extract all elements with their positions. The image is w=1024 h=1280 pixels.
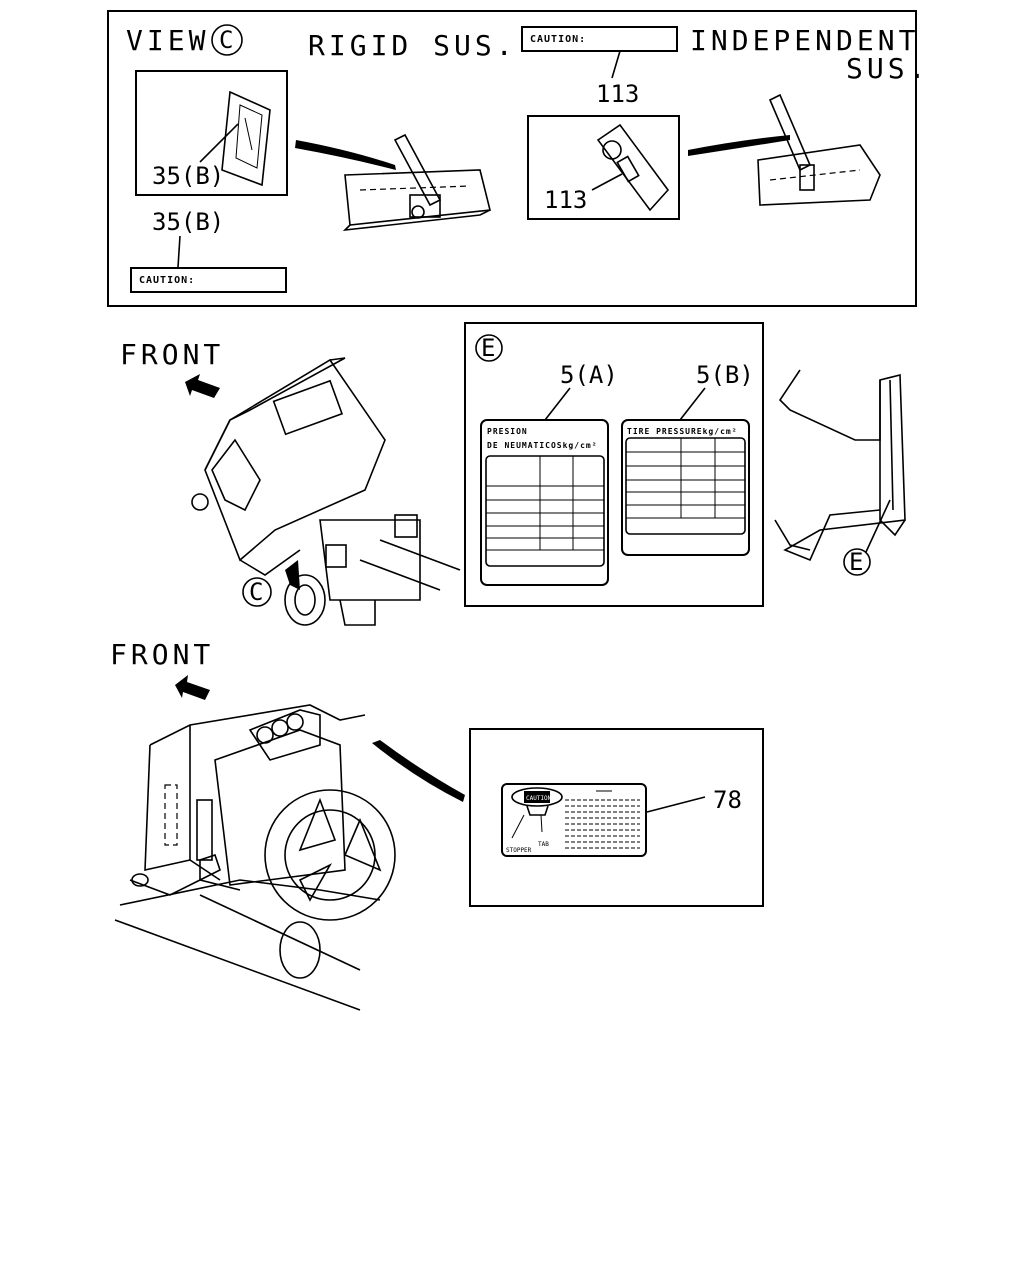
leader-35b-inset — [199, 123, 239, 163]
plate-5a-line1: PRESION — [487, 427, 528, 436]
view-c-pointer-circle — [242, 577, 272, 607]
truck-view: FRONT C — [120, 338, 461, 626]
rigid-sus-label: RIGID SUS. — [308, 29, 517, 62]
leader-113-inset — [591, 173, 623, 191]
view-e-marker-circle — [475, 334, 503, 362]
front-label-radiator: FRONT — [110, 638, 214, 671]
zoom-wedge-right — [688, 135, 790, 156]
plate-5a-grid — [485, 455, 605, 567]
zoom-wedge-radiator — [372, 740, 465, 802]
front-arrow-truck — [185, 374, 220, 398]
bracket-113 — [596, 123, 670, 212]
plate-5b-line1: TIRE PRESSUREkg/cm² — [627, 427, 738, 436]
radiator-view: FRONT — [110, 638, 764, 1011]
view-c-arrow — [285, 560, 300, 590]
view-c-title: VIEW — [126, 24, 209, 57]
door-frame-sketch: E — [774, 369, 906, 576]
cap-icon — [511, 787, 563, 807]
independent-label-1: INDEPENDENT — [690, 24, 919, 57]
view-c-title-marker: C — [219, 26, 233, 54]
view-e-marker: E — [481, 334, 495, 362]
stopper-label: STOPPER — [506, 847, 532, 854]
plate-5a-line2: DE NEUMATICOSkg/cm² — [487, 441, 598, 450]
truck-cab-sketch — [191, 357, 461, 626]
caution-label-left — [130, 267, 287, 293]
caution-label-right — [521, 26, 678, 52]
view-c-title-circle — [211, 24, 243, 56]
caution-label-right-text: CAUTION: — [530, 34, 586, 45]
inset-35b — [135, 70, 288, 196]
part-113-inset: 113 — [544, 186, 587, 214]
cap-label-text-lines — [565, 790, 640, 849]
leader-5b — [679, 387, 706, 421]
zoom-wedge-left — [295, 140, 396, 170]
view-c-pointer: C — [249, 578, 263, 606]
rigid-frame-sketch — [342, 133, 491, 232]
leader-e-pointer — [865, 499, 891, 553]
front-arrow-radiator — [175, 675, 210, 700]
radiator-engine-sketch — [114, 704, 396, 1011]
cap-text: CAUTION — [526, 795, 552, 802]
plate-5b — [621, 419, 750, 556]
tab-label: TAB — [538, 841, 549, 848]
plate-5a — [480, 419, 609, 586]
view-e-pointer-circle — [843, 548, 871, 576]
front-label-truck: FRONT — [120, 338, 224, 371]
view-e-pointer: E — [849, 548, 863, 576]
independent-frame-sketch — [757, 93, 881, 206]
plate-5b-grid — [625, 437, 746, 535]
part-78: 78 — [713, 786, 742, 814]
part-35b-callout: 35(B) — [152, 208, 224, 236]
independent-label-2: SUS. — [846, 52, 929, 85]
caution-label-left-text: CAUTION: — [139, 275, 195, 286]
part-5b: 5(B) — [696, 361, 754, 389]
part-35b-inset: 35(B) — [152, 162, 224, 190]
leader-113-top — [611, 50, 621, 79]
leader-35b-callout — [177, 235, 181, 268]
leader-5a — [544, 387, 571, 421]
part-113-top: 113 — [596, 80, 639, 108]
view-e-panel: E 5(A) 5(B) PRESION DE NEUMATICOSkg/cm² … — [464, 322, 764, 607]
view-c-panel: VIEW C RIGID SUS. CAUTION: 113 INDEPENDE… — [107, 10, 929, 307]
inset-113 — [527, 115, 680, 220]
radiator-cap-label — [501, 783, 647, 857]
leader-78 — [646, 796, 706, 813]
label-plate-35b — [221, 90, 271, 187]
part-5a: 5(A) — [560, 361, 618, 389]
